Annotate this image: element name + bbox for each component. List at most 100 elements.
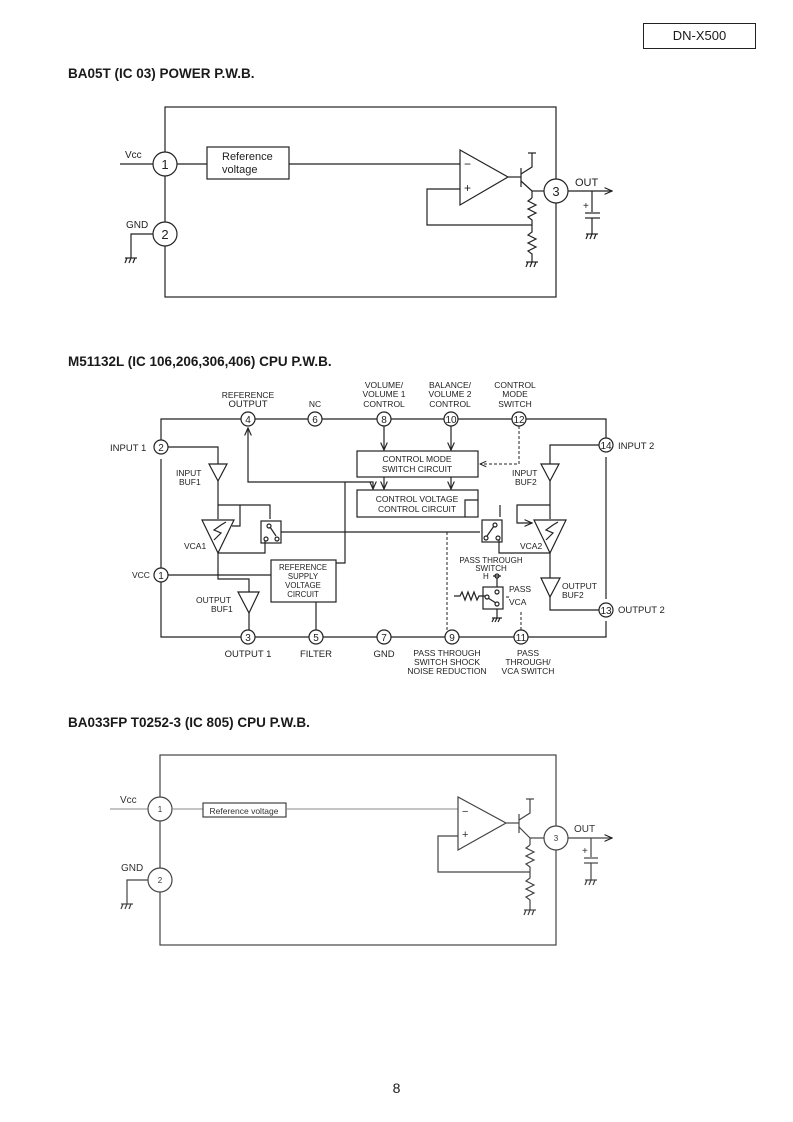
reference-label-line2: voltage bbox=[222, 164, 257, 176]
section-title-ba05t: BA05T (IC 03) POWER P.W.B. bbox=[68, 66, 255, 81]
pin-3: 3 bbox=[240, 629, 256, 645]
svg-text:VOLUME/: VOLUME/ bbox=[365, 380, 404, 390]
section-title-m51132l: M51132L (IC 106,206,306,406) CPU P.W.B. bbox=[68, 354, 332, 369]
svg-text:5: 5 bbox=[313, 633, 319, 644]
reference-voltage-block bbox=[202, 802, 287, 818]
svg-text:+: + bbox=[583, 201, 589, 212]
pin-label-gnd: GND bbox=[126, 220, 148, 231]
svg-text:INPUT: INPUT bbox=[512, 468, 538, 478]
ba033fp-diagram: Vcc 1 Reference voltage 2 GND − + 3 OUT … bbox=[110, 754, 612, 946]
svg-text:INPUT 2: INPUT 2 bbox=[618, 441, 654, 452]
svg-text:OUTPUT: OUTPUT bbox=[196, 595, 231, 605]
svg-text:−: − bbox=[462, 806, 468, 818]
svg-text:VCC: VCC bbox=[132, 570, 150, 580]
svg-text:NOISE REDUCTION: NOISE REDUCTION bbox=[407, 666, 486, 676]
svg-text:6: 6 bbox=[312, 415, 318, 426]
transistor-icon bbox=[508, 152, 536, 192]
svg-text:CONTROL: CONTROL bbox=[429, 399, 471, 409]
resistor-icon bbox=[526, 197, 538, 225]
svg-text:1: 1 bbox=[158, 571, 164, 582]
ground-icon bbox=[525, 261, 538, 268]
svg-text:13: 13 bbox=[600, 606, 612, 617]
pin-4: 4 bbox=[240, 411, 256, 427]
svg-text:2: 2 bbox=[158, 876, 163, 885]
vca1-variable-resistor bbox=[212, 521, 227, 541]
svg-text:CONTROL: CONTROL bbox=[363, 399, 405, 409]
svg-text:VCA2: VCA2 bbox=[520, 541, 542, 551]
svg-text:CONTROL MODE: CONTROL MODE bbox=[382, 454, 451, 464]
pin-6: 6 bbox=[307, 411, 323, 427]
svg-text:VOLUME 1: VOLUME 1 bbox=[363, 389, 406, 399]
pin-9: 9 bbox=[444, 629, 460, 645]
resistor-icon bbox=[454, 590, 485, 602]
svg-text:VOLTAGE: VOLTAGE bbox=[285, 581, 321, 590]
pin-10: 10 bbox=[443, 411, 459, 427]
resistor-icon bbox=[524, 872, 536, 910]
page-number: 8 bbox=[392, 1080, 401, 1096]
ground-icon bbox=[120, 903, 133, 910]
transistor-icon bbox=[506, 798, 534, 839]
svg-text:2: 2 bbox=[158, 443, 164, 454]
pin-2: 2 bbox=[153, 439, 169, 455]
svg-text:9: 9 bbox=[449, 633, 455, 644]
svg-text:BUF2: BUF2 bbox=[515, 477, 537, 487]
ground-icon bbox=[491, 617, 502, 623]
svg-text:THROUGH/: THROUGH/ bbox=[505, 657, 551, 667]
svg-text:OUTPUT 1: OUTPUT 1 bbox=[225, 649, 272, 660]
pin-13: 13 bbox=[598, 602, 614, 618]
pin-1: 1 bbox=[153, 567, 169, 583]
pin-7: 7 bbox=[376, 629, 392, 645]
model-number-box: DN-X500 bbox=[643, 23, 756, 49]
svg-text:SWITCH: SWITCH bbox=[498, 399, 532, 409]
svg-text:CIRCUIT: CIRCUIT bbox=[287, 590, 319, 599]
pin-label-vcc: Vcc bbox=[120, 795, 137, 806]
svg-text:H: H bbox=[483, 572, 489, 581]
opamp-icon bbox=[457, 795, 508, 852]
ic-outline bbox=[159, 754, 557, 946]
svg-text:SWITCH: SWITCH bbox=[475, 564, 507, 573]
pin-8: 8 bbox=[376, 411, 392, 427]
svg-text:+: + bbox=[464, 181, 471, 195]
svg-text:VOLUME 2: VOLUME 2 bbox=[429, 389, 472, 399]
pin-label-out: OUT bbox=[575, 177, 599, 189]
svg-text:NC: NC bbox=[309, 399, 321, 409]
svg-text:GND: GND bbox=[373, 649, 394, 660]
svg-text:8: 8 bbox=[381, 415, 387, 426]
ground-icon bbox=[124, 257, 137, 264]
svg-text:CONTROL CIRCUIT: CONTROL CIRCUIT bbox=[378, 504, 456, 514]
ground-icon bbox=[523, 909, 536, 916]
svg-text:1: 1 bbox=[158, 805, 163, 814]
svg-text:3: 3 bbox=[554, 834, 559, 843]
svg-text:SWITCH CIRCUIT: SWITCH CIRCUIT bbox=[382, 464, 452, 474]
ground-icon bbox=[584, 879, 597, 886]
svg-text:+: + bbox=[462, 829, 468, 841]
svg-text:CONTROL VOLTAGE: CONTROL VOLTAGE bbox=[376, 494, 459, 504]
output-buf1-icon bbox=[237, 591, 260, 615]
pin-11: 11 bbox=[513, 629, 529, 645]
vca2-variable-resistor bbox=[544, 521, 559, 541]
pin-label-out: OUT bbox=[574, 824, 595, 835]
svg-text:−: − bbox=[464, 157, 471, 171]
ic-outline bbox=[164, 106, 557, 298]
svg-text:14: 14 bbox=[600, 441, 612, 452]
svg-text:FILTER: FILTER bbox=[300, 649, 332, 660]
svg-text:INPUT 1: INPUT 1 bbox=[110, 443, 146, 454]
svg-text:OUTPUT 2: OUTPUT 2 bbox=[618, 605, 665, 616]
output-buf2-icon bbox=[540, 577, 561, 599]
pin-5: 5 bbox=[308, 629, 324, 645]
svg-text:3: 3 bbox=[245, 633, 251, 644]
reference-label-line1: Reference bbox=[222, 151, 273, 163]
capacitor-icon bbox=[585, 212, 600, 219]
svg-text:BUF1: BUF1 bbox=[179, 477, 201, 487]
input-buf1-icon bbox=[208, 463, 228, 483]
svg-text:4: 4 bbox=[245, 415, 251, 426]
opamp-icon bbox=[459, 148, 510, 207]
svg-text:MODE: MODE bbox=[502, 389, 528, 399]
svg-text:BUF2: BUF2 bbox=[562, 590, 584, 600]
ba05t-diagram: Vcc 1 Reference voltage 2 GND − + 3 OUT bbox=[120, 106, 612, 298]
reference-voltage-block bbox=[206, 146, 290, 180]
reference-supply-block bbox=[270, 559, 337, 603]
control-mode-switch-block bbox=[356, 450, 479, 478]
svg-text:OUTPUT: OUTPUT bbox=[228, 399, 267, 410]
svg-text:CONTROL: CONTROL bbox=[494, 380, 536, 390]
